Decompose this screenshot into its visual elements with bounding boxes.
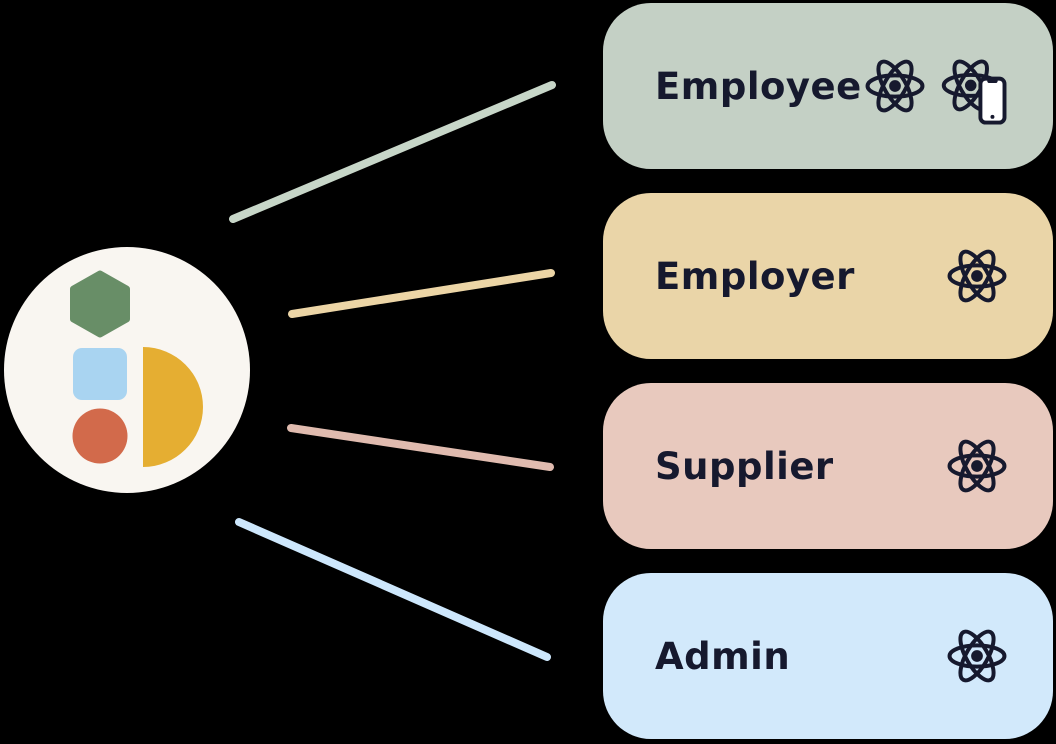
- card-employer-label: Employer: [655, 254, 855, 298]
- logo-square-shape: [73, 348, 127, 400]
- card-employee: Employee: [603, 3, 1053, 169]
- card-admin-icons: [945, 624, 1009, 688]
- react-icon: [945, 244, 1009, 308]
- card-admin: Admin: [603, 573, 1053, 739]
- logo-dot-shape: [72, 408, 128, 464]
- card-supplier: Supplier: [603, 383, 1053, 549]
- card-supplier-label: Supplier: [655, 444, 834, 488]
- connector-line-employee: [229, 81, 556, 223]
- connector-line-admin: [235, 518, 551, 661]
- card-employee-label: Employee: [655, 64, 862, 108]
- react-icon: [945, 624, 1009, 688]
- logo-hexagon-shape: [70, 270, 130, 338]
- react-icon: [863, 54, 927, 118]
- smartphone-icon: [978, 76, 1007, 125]
- card-admin-label: Admin: [655, 634, 791, 678]
- connector-line-employer: [288, 269, 555, 318]
- logo-half-disc-shape: [143, 347, 203, 467]
- card-supplier-icons: [945, 434, 1009, 498]
- react-icon: [945, 434, 1009, 498]
- card-employer: Employer: [603, 193, 1053, 359]
- card-employee-icons: [863, 46, 1009, 126]
- card-employer-icons: [945, 244, 1009, 308]
- react-native-icon: [941, 54, 1007, 125]
- connector-line-supplier: [287, 424, 554, 471]
